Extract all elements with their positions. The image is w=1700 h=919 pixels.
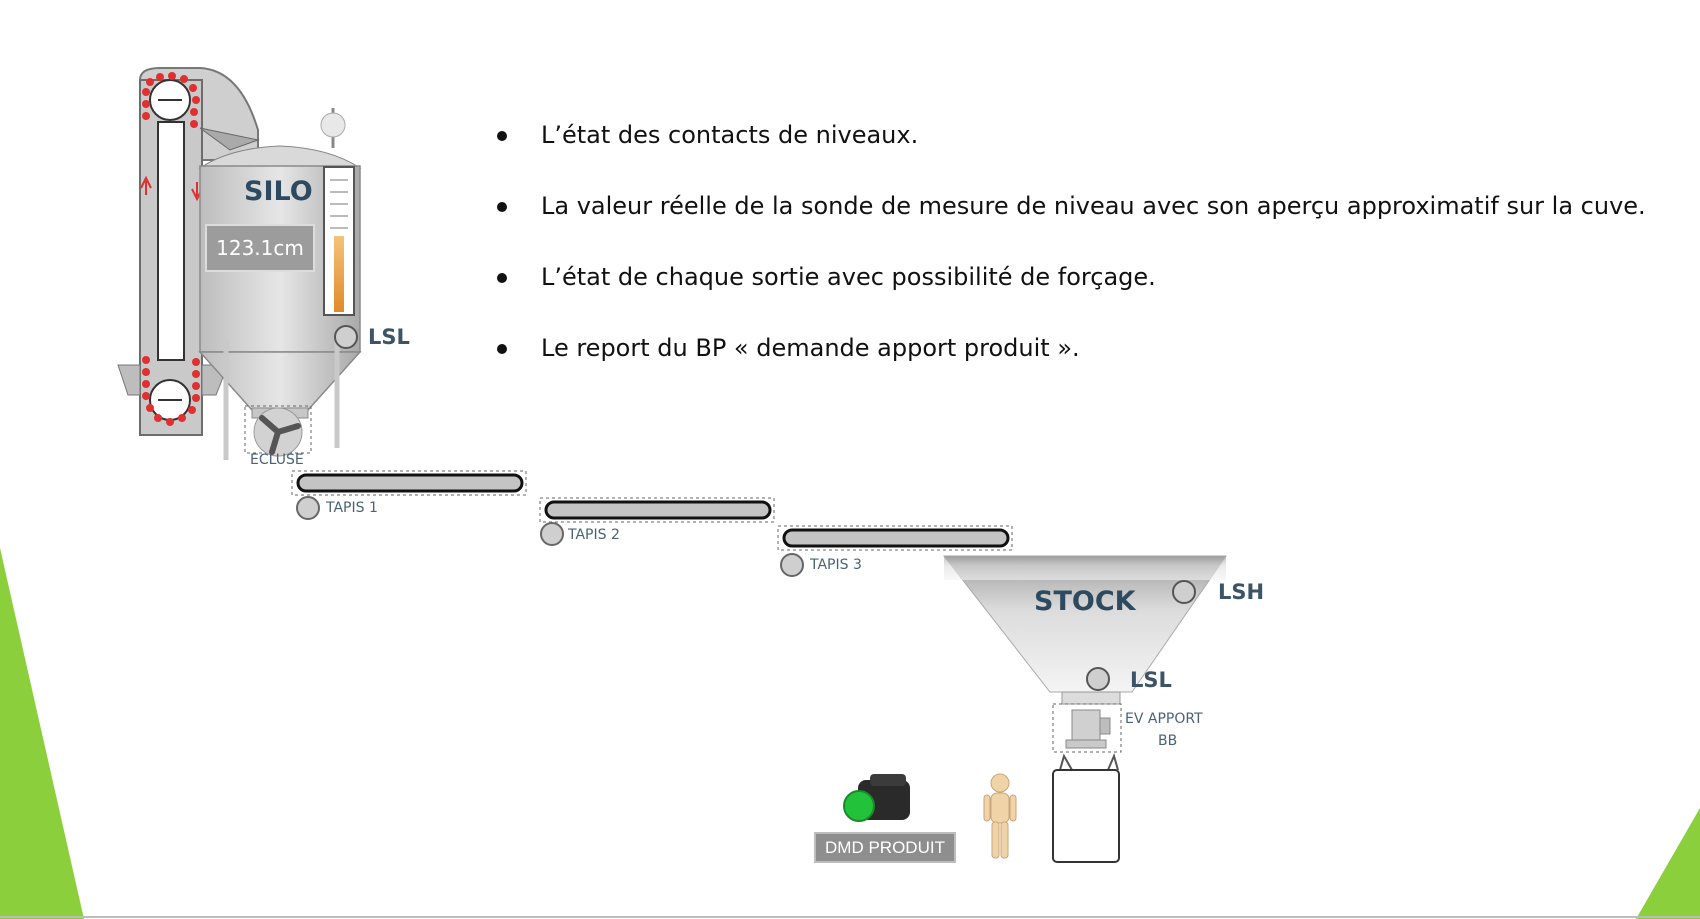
- bullet-item: Le report du BP « demande apport produit…: [490, 333, 1646, 404]
- airlock-valve: [244, 405, 312, 457]
- elevator-buckets: [142, 72, 200, 426]
- tapis3-label: TAPIS 3: [810, 557, 862, 573]
- stock-title: STOCK: [1034, 586, 1136, 617]
- ev-apport-label-line1: EV APPORT: [1125, 711, 1203, 727]
- big-bag-icon: [1052, 753, 1120, 863]
- silo-title: SILO: [244, 176, 313, 207]
- conveyor-3: [777, 525, 1013, 551]
- tapis3-status-indicator[interactable]: [780, 553, 804, 577]
- silo-lsl-label: LSL: [368, 325, 410, 349]
- stock-lsl-contact[interactable]: [1086, 667, 1110, 691]
- demand-lamp-icon: [843, 790, 875, 822]
- silo-tank: [198, 108, 362, 460]
- stock-lsh-label: LSH: [1218, 580, 1265, 604]
- silo-level-fill: [334, 236, 344, 312]
- bullet-item: L’état des contacts de niveaux.: [490, 120, 1646, 191]
- tapis1-status-indicator[interactable]: [296, 496, 320, 520]
- tapis1-label: TAPIS 1: [326, 500, 378, 516]
- stock-lsh-contact[interactable]: [1172, 580, 1196, 604]
- bullet-item: La valeur réelle de la sonde de mesure d…: [490, 191, 1646, 262]
- stock-hopper: [942, 555, 1227, 705]
- ev-apport-valve: [1052, 703, 1122, 753]
- demand-pushbutton-icon: [843, 774, 910, 822]
- airlock-rotor-icon: [259, 415, 301, 455]
- conveyor-1: [291, 470, 527, 496]
- stock-lsl-label: LSL: [1130, 668, 1172, 692]
- silo-vent-icon: [320, 112, 346, 138]
- tapis2-label: TAPIS 2: [568, 527, 620, 543]
- operator-icon: [983, 773, 1017, 859]
- silo-level-display: 123.1cm: [205, 224, 315, 272]
- tapis2-status-indicator[interactable]: [540, 522, 564, 546]
- feature-list: L’état des contacts de niveaux. La valeu…: [490, 120, 1646, 404]
- dmd-produit-button[interactable]: DMD PRODUIT: [814, 832, 956, 863]
- silo-lsl-contact[interactable]: [334, 325, 358, 349]
- airlock-label: ECLUSE: [250, 452, 304, 468]
- bullet-item: L’état de chaque sortie avec possibilité…: [490, 262, 1646, 333]
- up-arrow-icon: [140, 175, 152, 195]
- ev-apport-label-line2: BB: [1158, 733, 1178, 749]
- conveyor-2: [539, 497, 775, 523]
